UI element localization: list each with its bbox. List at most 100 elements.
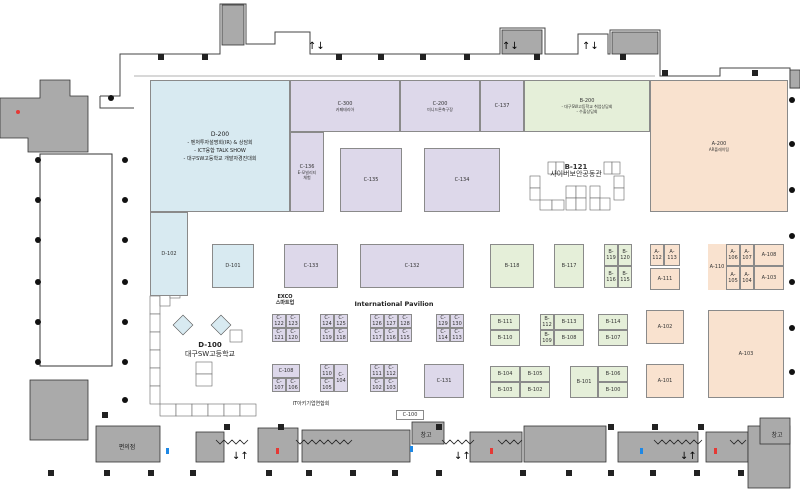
booth-c-113[interactable]: C- 113 — [450, 328, 464, 342]
booth-b-108[interactable]: B-108 — [554, 330, 584, 346]
international-pavilion-label: International Pavilion — [354, 300, 434, 308]
booth-c-119[interactable]: C- 119 — [320, 328, 334, 342]
booth-code: C- 118 — [336, 329, 346, 341]
zone-d-101[interactable]: D-101 — [212, 244, 254, 288]
escalator-arrows: ↓↑ — [232, 451, 249, 462]
booth-b-114[interactable]: B-114 — [598, 314, 628, 330]
booth-b-107[interactable]: B-107 — [598, 330, 628, 346]
booth-c-116[interactable]: C- 116 — [384, 328, 398, 342]
storage-label-1: 창고 — [420, 432, 432, 439]
booth-a-108[interactable]: A-108 — [754, 244, 784, 266]
booth-b-110[interactable]: B-110 — [490, 330, 520, 346]
booth-code: B-106 — [605, 371, 621, 377]
zone-c-300[interactable]: C-300 카페테리아 — [290, 80, 400, 132]
booth-b-120[interactable]: B- 120 — [618, 244, 632, 266]
booth-c-114[interactable]: C- 114 — [436, 328, 450, 342]
zone-c-134[interactable]: C-134 — [424, 148, 500, 212]
booth-b-101[interactable]: B-101 — [570, 366, 598, 398]
zone-code: A-110 — [709, 264, 725, 270]
booth-a-103[interactable]: A-103 — [754, 266, 784, 290]
zone-c-136[interactable]: C-136 E-모빌리티 체험 — [290, 132, 324, 212]
zone-c-200[interactable]: C-200 미니드론축구장 — [400, 80, 480, 132]
booth-code: A-103 — [761, 275, 777, 281]
booth-a-104[interactable]: A- 104 — [740, 266, 754, 290]
zone-d-200[interactable]: D-200 - 벤처투자설명회(IR) & 상담회 - ICT융합 TALK S… — [150, 80, 290, 212]
zone-d-100[interactable]: D-100 대구SW고등학교 — [176, 338, 244, 362]
booth-c-106[interactable]: C- 106 — [286, 378, 300, 392]
booth-c-120[interactable]: C- 120 — [286, 328, 300, 342]
booth-b-116[interactable]: B- 116 — [604, 266, 618, 288]
booth-b-119[interactable]: B- 119 — [604, 244, 618, 266]
booth-c-115[interactable]: C- 115 — [398, 328, 412, 342]
booth-c-122[interactable]: C- 122 — [272, 314, 286, 328]
zone-code: C-133 — [303, 263, 319, 269]
zone-d-102[interactable]: D-102 — [150, 212, 188, 296]
zone-code: D-102 — [161, 251, 177, 257]
zone-c-137[interactable]: C-137 — [480, 80, 524, 132]
zone-b-118[interactable]: B-118 — [490, 244, 534, 288]
booth-a-112[interactable]: A- 112 — [650, 244, 664, 266]
booth-c-117[interactable]: C- 117 — [370, 328, 384, 342]
booth-code: C- 102 — [372, 379, 382, 391]
booth-c-104[interactable]: C- 104 — [334, 364, 348, 392]
booth-c-127[interactable]: C- 127 — [384, 314, 398, 328]
booth-code: C- 129 — [438, 315, 448, 327]
booth-b-103[interactable]: B-103 — [490, 382, 520, 398]
zone-c-135[interactable]: C-135 — [340, 148, 402, 212]
zone-code: C-131 — [436, 378, 452, 384]
booth-b-100[interactable]: B-100 — [598, 382, 628, 398]
zone-a-111[interactable]: A-111 — [650, 268, 680, 290]
booth-code: A- 105 — [728, 272, 738, 284]
booth-c-110[interactable]: C- 110 — [320, 364, 334, 378]
booth-c-111[interactable]: C- 111 — [370, 364, 384, 378]
booth-a-107[interactable]: A- 107 — [740, 244, 754, 266]
escalator-arrows: ↓↑ — [680, 451, 697, 462]
zone-b-117[interactable]: B-117 — [554, 244, 584, 288]
booth-b-109[interactable]: B- 109 — [540, 330, 554, 346]
escalator-arrows: ↑↓ — [582, 41, 599, 52]
booth-c-112[interactable]: C- 112 — [384, 364, 398, 378]
booth-b-105[interactable]: B-105 — [520, 366, 550, 382]
booth-c-126[interactable]: C- 126 — [370, 314, 384, 328]
zone-c-131[interactable]: C-131 — [424, 364, 464, 398]
zone-c-132[interactable]: C-132 — [360, 244, 464, 288]
booth-b-104[interactable]: B-104 — [490, 366, 520, 382]
booth-b-112[interactable]: B- 112 — [540, 314, 554, 330]
zone-c-133[interactable]: C-133 — [284, 244, 338, 288]
booth-c-128[interactable]: C- 128 — [398, 314, 412, 328]
convenience-store-label: 편의점 — [118, 444, 136, 451]
booth-code: C- 110 — [322, 365, 332, 377]
booth-c-108[interactable]: C-108 — [272, 364, 300, 378]
booth-c-124[interactable]: C- 124 — [320, 314, 334, 328]
booth-c-130[interactable]: C- 130 — [450, 314, 464, 328]
booth-c-121[interactable]: C- 121 — [272, 328, 286, 342]
booth-c-105[interactable]: C- 105 — [320, 378, 334, 392]
booth-c-118[interactable]: C- 118 — [334, 328, 348, 342]
booth-c-125[interactable]: C- 125 — [334, 314, 348, 328]
booth-b-113[interactable]: B-113 — [554, 314, 584, 330]
zone-a-102[interactable]: A-102 — [646, 310, 684, 344]
zone-c-100[interactable]: C-100 — [396, 410, 424, 420]
zone-a-110[interactable]: A-110 — [708, 244, 726, 290]
booth-b-102[interactable]: B-102 — [520, 382, 550, 398]
zone-b-200[interactable]: B-200 - 대구SW고등학교 취업상담회 - 수출상담회 — [524, 80, 650, 132]
booth-a-113[interactable]: A- 113 — [664, 244, 680, 266]
zone-a-101[interactable]: A-101 — [646, 364, 684, 398]
booth-a-106[interactable]: A- 106 — [726, 244, 740, 266]
booth-b-106[interactable]: B-106 — [598, 366, 628, 382]
booth-code: C- 130 — [452, 315, 462, 327]
zone-a-103[interactable]: A-103 — [708, 310, 784, 398]
booth-c-129[interactable]: C- 129 — [436, 314, 450, 328]
zone-a-200[interactable]: A-200 AR플레이팅 — [650, 80, 788, 212]
booth-a-105[interactable]: A- 105 — [726, 266, 740, 290]
booth-c-107[interactable]: C- 107 — [272, 378, 286, 392]
booth-c-123[interactable]: C- 123 — [286, 314, 300, 328]
booth-b-111[interactable]: B-111 — [490, 314, 520, 330]
booth-code: C- 126 — [372, 315, 382, 327]
booth-c-102[interactable]: C- 102 — [370, 378, 384, 392]
booth-code: B-103 — [497, 387, 513, 393]
zone-b-121[interactable]: B-121 사이버보안공동관 — [536, 160, 616, 182]
booth-b-115[interactable]: B- 115 — [618, 266, 632, 288]
booth-code: C- 114 — [438, 329, 448, 341]
booth-c-103[interactable]: C- 103 — [384, 378, 398, 392]
